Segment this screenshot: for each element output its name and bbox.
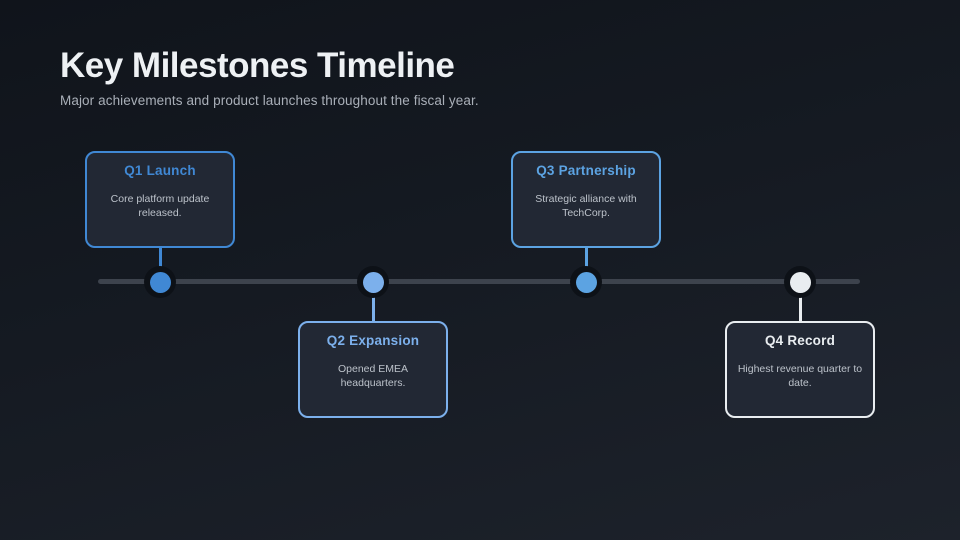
slide-header: Key Milestones Timeline Major achievemen… xyxy=(60,46,900,108)
milestone-description: Core platform update released. xyxy=(110,192,210,219)
milestone-connector xyxy=(584,246,588,282)
milestone-card: Q4 Record Highest revenue quarter to dat… xyxy=(725,321,875,418)
milestone-description: Strategic alliance with TechCorp. xyxy=(535,192,637,219)
milestone-title: Q4 Record xyxy=(764,333,836,348)
milestone-title: Q2 Expansion xyxy=(326,333,420,348)
milestone-connector xyxy=(798,282,802,322)
page-subtitle: Major achievements and product launches … xyxy=(60,93,479,109)
timeline-dot xyxy=(784,266,816,298)
milestone-connector xyxy=(371,282,375,322)
timeline-axis xyxy=(98,279,860,284)
timeline-dot xyxy=(357,266,389,298)
milestone-description: Highest revenue quarter to date. xyxy=(737,362,863,389)
milestone-title: Q1 Launch xyxy=(124,163,196,178)
milestone-connector xyxy=(158,246,162,282)
timeline-dot xyxy=(144,266,176,298)
milestone-card: Q3 Partnership Strategic alliance with T… xyxy=(511,151,661,248)
milestone-description: Opened EMEA headquarters. xyxy=(337,362,409,389)
milestone-card: Q2 Expansion Opened EMEA headquarters. xyxy=(298,321,448,418)
milestone-card: Q1 Launch Core platform update released. xyxy=(85,151,235,248)
page-title: Key Milestones Timeline xyxy=(60,46,455,85)
milestone-title: Q3 Partnership xyxy=(536,163,636,178)
timeline-dot xyxy=(570,266,602,298)
